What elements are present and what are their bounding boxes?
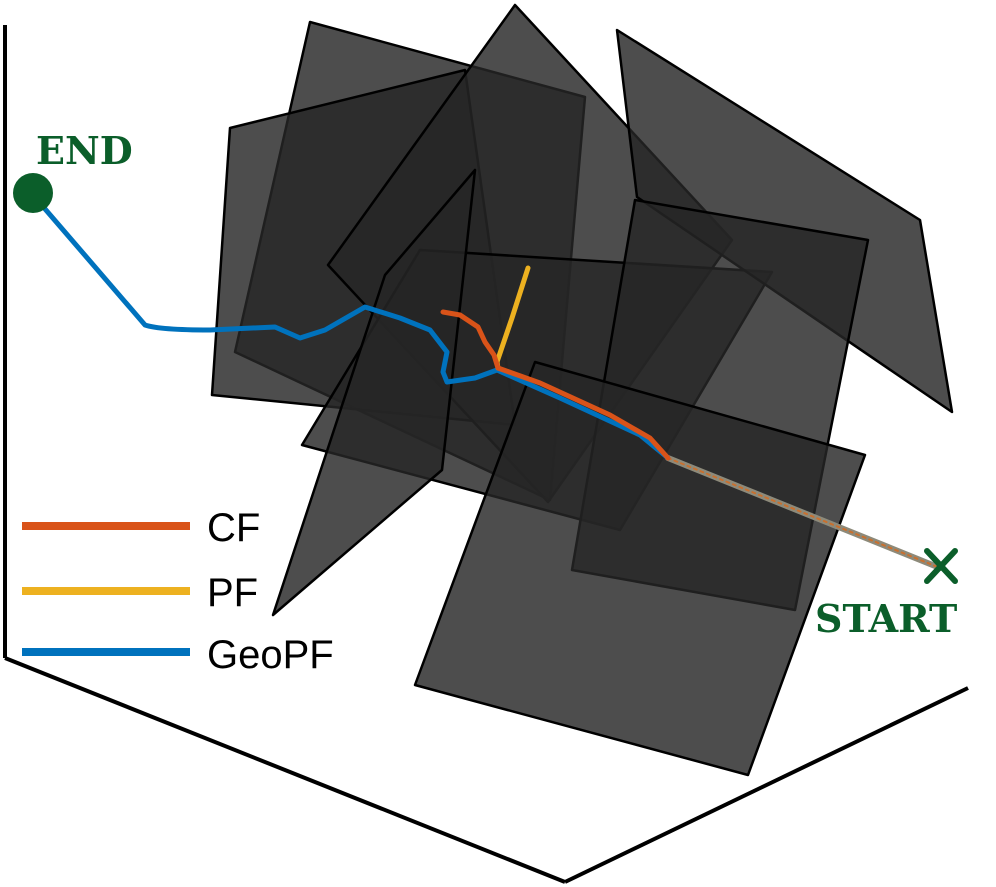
legend: CF PF GeoPF xyxy=(22,506,334,677)
start-cross-icon xyxy=(924,548,958,584)
axes-box xyxy=(3,25,969,884)
cf-trajectory xyxy=(440,309,671,461)
end-marker: END xyxy=(13,128,133,213)
trajectories xyxy=(30,192,943,571)
obstacle-plane xyxy=(413,360,867,777)
legend-item-pf: PF xyxy=(22,571,258,615)
start-marker: START xyxy=(815,548,958,641)
legend-label-pf: PF xyxy=(207,571,258,615)
legend-label-geopf: GeoPF xyxy=(207,633,334,677)
obstacle-plane xyxy=(271,168,477,617)
legend-label-cf: CF xyxy=(207,506,260,550)
axis-bottom-right xyxy=(564,686,969,884)
obstacle-plane xyxy=(615,28,954,414)
obstacle-planes xyxy=(210,3,954,777)
start-label: START xyxy=(815,596,957,641)
end-label: END xyxy=(36,128,133,173)
geopf-trajectory xyxy=(30,192,671,461)
end-point-icon xyxy=(13,173,53,213)
shared-trajectory-dots xyxy=(667,457,941,569)
legend-item-cf: CF xyxy=(22,506,260,550)
axis-bottom-left xyxy=(4,656,566,884)
legend-item-geopf: GeoPF xyxy=(22,633,334,677)
